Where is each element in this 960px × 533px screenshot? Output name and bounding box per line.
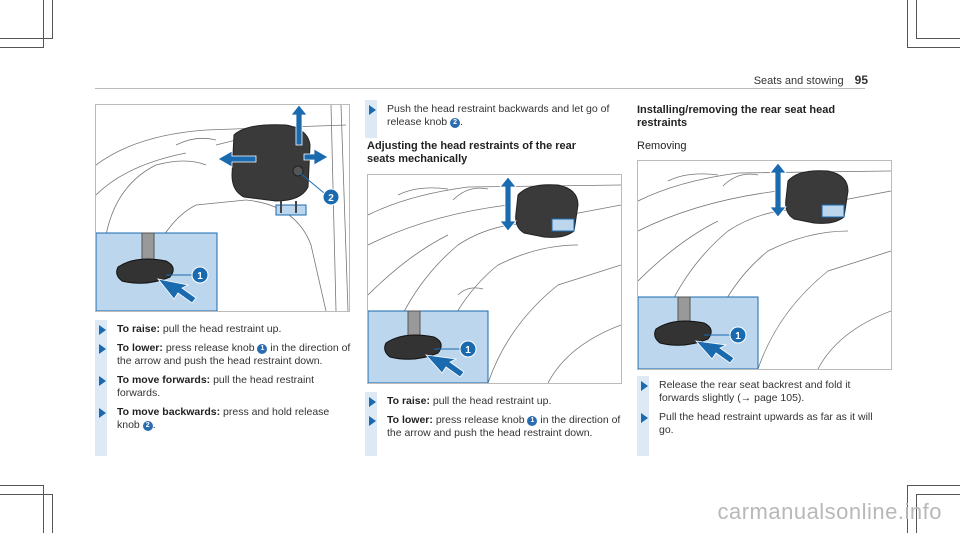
crop-mark <box>43 485 44 533</box>
header-rule <box>95 88 865 89</box>
instruction-text: page 105). <box>754 392 805 404</box>
subheading-removing: Removing <box>637 140 687 152</box>
page-header: Seats and stowing 95 <box>754 73 868 87</box>
instruction-pull-up: Pull the head restraint upwards as far a… <box>637 411 887 437</box>
instruction-text: Pull the head restraint upwards as far a… <box>659 411 873 436</box>
callout-1-label: 1 <box>197 271 203 282</box>
instruction-text: pull the head restraint up. <box>432 395 552 407</box>
crop-mark <box>916 0 917 38</box>
figure-rear-head-restraint-adjust: 1 <box>367 174 622 384</box>
page-number: 95 <box>854 73 868 87</box>
rear-head-restraint-illustration: 1 <box>368 176 621 383</box>
instruction-raise: To raise: pull the head restraint up. <box>95 323 353 336</box>
crop-mark <box>0 47 44 48</box>
crop-mark <box>907 0 908 48</box>
instruction-forwards: To move forwards: pull the head restrain… <box>95 374 353 400</box>
section-heading-rear-mechanical: Adjusting the head restraints of the rea… <box>367 140 577 165</box>
instruction-text: pull the head restraint up. <box>162 323 282 335</box>
crop-mark <box>916 38 960 39</box>
instruction-push-back: Push the head restraint backwards and le… <box>365 103 623 129</box>
bullet-arrow-icon <box>369 416 376 426</box>
instruction-text: press release knob <box>435 414 525 426</box>
instruction-label: To lower: <box>117 342 163 354</box>
instruction-label: To raise: <box>387 395 430 407</box>
page-ref-arrow-icon: → <box>740 392 752 404</box>
instruction-text: Release the rear seat backrest and fold … <box>659 379 851 404</box>
watermark: carmanualsonline.info <box>717 499 942 524</box>
crop-mark <box>907 485 960 486</box>
instruction-text: press and hold release knob <box>117 406 330 431</box>
middle-top-instruction: Push the head restraint backwards and le… <box>365 103 623 135</box>
instruction-lower: To lower: press release knob 1 in the di… <box>95 342 353 368</box>
instruction-text: . <box>152 419 156 431</box>
instruction-lower: To lower: press release knob 1 in the di… <box>365 414 623 440</box>
instruction-label: To move forwards: <box>117 374 211 386</box>
instruction-release-backrest: Release the rear seat backrest and fold … <box>637 379 887 405</box>
instruction-text: . <box>460 116 463 128</box>
crop-mark <box>0 38 53 39</box>
front-head-restraint-illustration: 2 1 <box>96 105 349 311</box>
bullet-arrow-icon <box>99 376 106 386</box>
crop-mark <box>52 495 53 533</box>
knob-2-icon: 2 <box>142 421 153 431</box>
instruction-text: in the direction of the arrow and push t… <box>387 414 621 439</box>
instruction-label: To move backwards: <box>117 406 221 418</box>
crop-mark <box>0 494 53 495</box>
bullet-arrow-icon <box>99 325 106 335</box>
bullet-arrow-icon <box>99 408 106 418</box>
instruction-text: Push the head restraint backwards and le… <box>387 103 610 128</box>
crop-mark <box>916 494 960 495</box>
section-heading-install-remove: Installing/removing the rear seat head r… <box>637 104 836 129</box>
instruction-text: pull the head restraint forwards. <box>117 374 315 399</box>
bullet-arrow-icon <box>641 413 648 423</box>
crop-mark <box>0 485 44 486</box>
bullet-arrow-icon <box>369 105 376 115</box>
instruction-label: To lower: <box>387 414 433 426</box>
figure-rear-head-restraint-remove: 1 <box>637 160 892 370</box>
instruction-text: press release knob <box>165 342 255 354</box>
crop-mark <box>907 47 960 48</box>
instruction-label: To raise: <box>117 323 160 335</box>
instruction-text: in the direction of the arrow and push t… <box>117 342 351 367</box>
callout-2-label: 2 <box>328 193 334 204</box>
knob-1-icon: 1 <box>257 344 268 354</box>
middle-instructions: To raise: pull the head restraint up. To… <box>365 395 623 446</box>
bullet-arrow-icon <box>99 344 106 354</box>
section-title: Seats and stowing <box>753 75 844 87</box>
figure-front-head-restraint: 2 1 <box>95 104 350 312</box>
column-bar-left <box>95 320 107 456</box>
bullet-arrow-icon <box>369 397 376 407</box>
knob-1-icon: 1 <box>527 416 538 426</box>
left-instructions: To raise: pull the head restraint up. To… <box>95 323 353 438</box>
crop-mark <box>907 485 908 533</box>
crop-mark <box>916 495 917 533</box>
callout-1-label: 1 <box>465 345 471 356</box>
instruction-raise: To raise: pull the head restraint up. <box>365 395 623 408</box>
rear-removal-illustration: 1 <box>638 162 891 369</box>
bullet-arrow-icon <box>641 381 648 391</box>
callout-1-label: 1 <box>735 331 741 342</box>
crop-mark <box>52 0 53 38</box>
knob-2-icon: 2 <box>450 118 461 128</box>
crop-mark <box>43 0 44 48</box>
instruction-backwards: To move backwards: press and hold releas… <box>95 406 353 432</box>
right-instructions: Release the rear seat backrest and fold … <box>637 379 887 443</box>
